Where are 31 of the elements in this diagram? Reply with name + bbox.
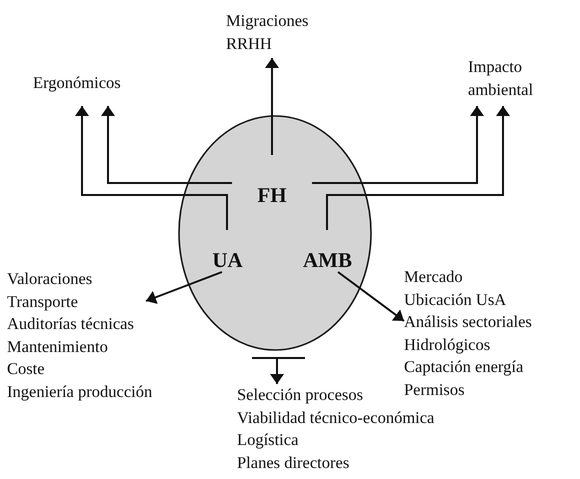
arrow <box>326 106 510 230</box>
t-arrow <box>252 357 305 384</box>
node-label: AMB <box>303 248 352 272</box>
list-item: Permisos <box>404 378 465 400</box>
list-item: Planes directores <box>237 452 350 474</box>
list-item: Logística <box>237 429 298 451</box>
list-item: Análisis sectoriales <box>404 311 532 333</box>
list-item: Captación energía <box>404 356 524 378</box>
text-label: Ergonómicos <box>33 72 121 94</box>
list-item: Valoraciones <box>7 268 92 290</box>
list-item: Migraciones <box>226 10 308 32</box>
list-item: Ingeniería producción <box>7 380 152 403</box>
list-item: Mantenimiento <box>7 336 108 358</box>
arrow <box>75 106 228 230</box>
list-item: Ubicación UsA <box>404 288 506 310</box>
list-item: Coste <box>7 358 45 380</box>
list-item: Auditorías técnicas <box>7 313 134 335</box>
list-item: Transporte <box>7 290 78 312</box>
node-label: UA <box>212 248 243 272</box>
arrow <box>265 58 279 155</box>
arrow <box>146 271 222 304</box>
node-label: FH <box>257 183 287 207</box>
list-item: RRHH <box>226 32 272 54</box>
arrow <box>337 271 405 322</box>
arrow <box>312 106 484 184</box>
arrow <box>101 106 232 184</box>
list-item: Selección procesos <box>237 384 363 406</box>
list-item: Hidrológicos <box>404 334 490 356</box>
list-item: Viabilidad técnico-económica <box>237 406 434 428</box>
text-label: Impacto ambiental <box>468 56 534 100</box>
list-item: Mercado <box>404 266 463 288</box>
